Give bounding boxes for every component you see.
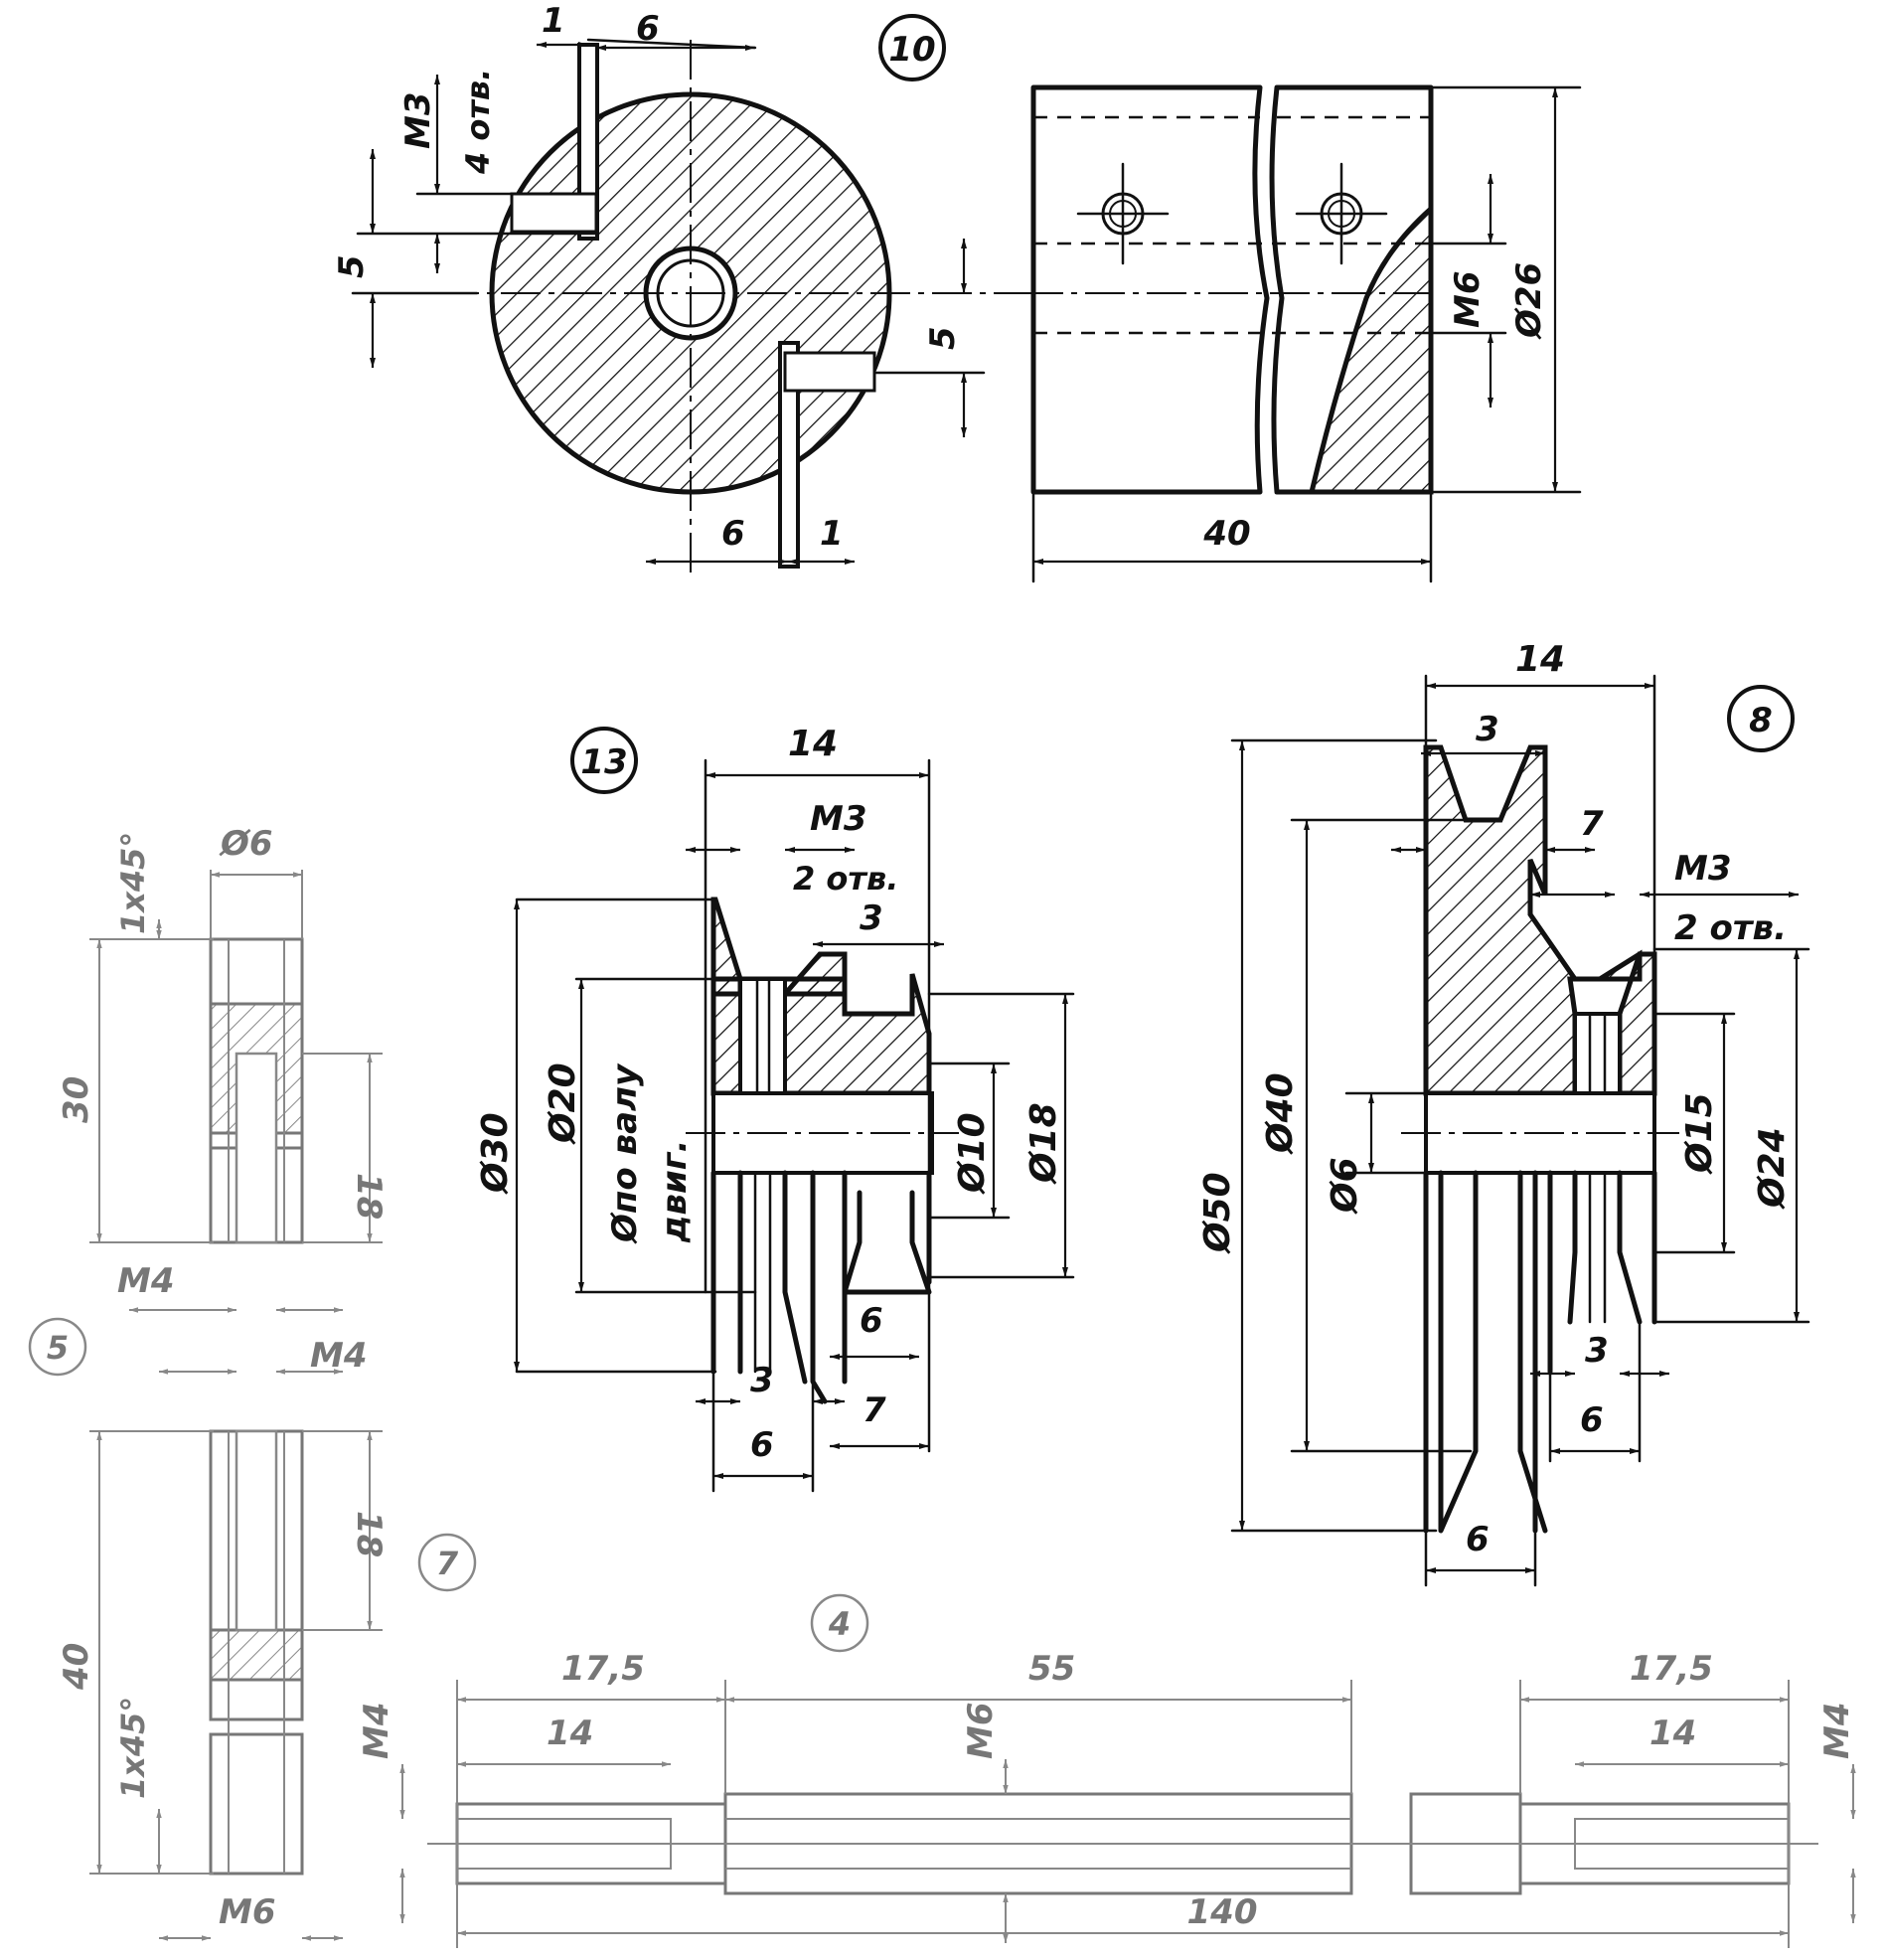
part-10-id: 10 — [888, 30, 935, 70]
part-4-total: 140 — [1187, 1892, 1258, 1932]
part-13-id: 13 — [580, 742, 627, 782]
part-4-mid-55: 55 — [1028, 1649, 1075, 1689]
part-13-thread: M3 — [810, 799, 867, 839]
part-4-left-14: 14 — [547, 1714, 593, 1753]
part-5-shaft: 5 1x45° Ø6 30 18 M4 — [28, 824, 389, 1377]
part-13-groove-3: 3 — [860, 898, 883, 938]
part-8-id: 8 — [1749, 701, 1773, 740]
part-10-thread: M3 — [398, 92, 438, 150]
part-4-thread-right: M4 — [1817, 1703, 1857, 1760]
part-13-bore-line2: двиг. — [655, 1140, 695, 1243]
part-10-dim-1-top: 1 — [542, 1, 565, 41]
part-8-id-circle — [1727, 685, 1795, 752]
part-10-dim-6-top: 6 — [636, 9, 660, 49]
part-10-holes: 4 отв. — [459, 69, 497, 175]
part-13-d18: Ø18 — [1023, 1102, 1064, 1185]
part-5-id: 5 — [47, 1329, 69, 1367]
part-13-dim-6-right: 6 — [860, 1301, 883, 1341]
part-7-thread-top: M4 — [310, 1336, 368, 1376]
part-4-id-circle — [810, 1593, 869, 1653]
part-13-dim-3-bottom: 3 — [750, 1361, 774, 1400]
part-7-len-18: 18 — [349, 1511, 389, 1557]
part-4-left-17-5: 17,5 — [561, 1649, 645, 1689]
part-10-dim-1-bottom: 1 — [820, 514, 844, 554]
part-7-id: 7 — [436, 1545, 459, 1582]
part-13-pulley: 13 14 M3 2 отв. 3 Ø30 Ø20 Øпо валу двиг.… — [475, 724, 1075, 1493]
part-8-thread: M3 — [1674, 849, 1732, 889]
part-8-dim-6-right: 6 — [1580, 1400, 1604, 1440]
part-7-thread-bottom: M6 — [219, 1892, 276, 1932]
part-8-dim-6-bottom: 6 — [1466, 1520, 1490, 1559]
part-7-id-circle — [417, 1533, 477, 1592]
part-10-dim-5-right: 5 — [923, 326, 963, 350]
part-10-diameter: Ø26 — [1509, 262, 1549, 340]
part-8-d15: Ø15 — [1679, 1092, 1720, 1175]
part-10-inner-thread: M6 — [1448, 271, 1488, 329]
part-8-dim-7: 7 — [1580, 804, 1604, 844]
part-5-len-18: 18 — [349, 1173, 389, 1220]
part-10-id-circle — [878, 14, 946, 82]
part-10-end-view: 10 1 6 M3 4 отв. 5 5 6 1 — [332, 1, 1033, 576]
part-8-dim-3-bottom: 3 — [1585, 1331, 1609, 1371]
part-8-groove-3-top: 3 — [1476, 710, 1499, 749]
part-7-len-40: 40 — [57, 1643, 96, 1691]
part-5-len-30: 30 — [57, 1076, 96, 1123]
part-8-holes: 2 отв. — [1674, 908, 1787, 948]
part-5-chamfer: 1x45° — [114, 832, 152, 934]
part-4-axle: 4 17,5 55 17,5 14 14 M4 M6 M4 140 — [357, 1593, 1857, 1948]
part-4-right-17-5: 17,5 — [1630, 1649, 1713, 1689]
part-10-dim-5-left: 5 — [332, 254, 372, 278]
part-8-d40: Ø40 — [1260, 1072, 1301, 1155]
part-5-thread: M4 — [117, 1261, 175, 1301]
part-13-width: 14 — [788, 724, 838, 764]
part-10-length: 40 — [1202, 514, 1250, 554]
part-13-d20: Ø20 — [543, 1062, 583, 1145]
part-8-d24: Ø24 — [1752, 1127, 1793, 1210]
part-7-chamfer: 1x45° — [114, 1697, 152, 1799]
part-4-thread-mid: M6 — [961, 1703, 1001, 1760]
part-4-thread-left: M4 — [357, 1703, 396, 1760]
part-10-side-view: 40 M6 Ø26 — [1023, 84, 1582, 583]
part-8-d6: Ø6 — [1325, 1157, 1365, 1215]
part-13-d30: Ø30 — [475, 1112, 516, 1195]
part-4-id: 4 — [828, 1605, 851, 1643]
part-7-shaft: 7 M4 18 40 1x45° M6 — [57, 1336, 477, 1941]
part-8-d50: Ø50 — [1197, 1172, 1238, 1254]
part-5-diameter: Ø6 — [219, 824, 273, 864]
part-13-id-circle — [570, 727, 638, 794]
part-10-dim-6-bottom: 6 — [721, 514, 745, 554]
part-13-dim-7-bottom: 7 — [863, 1390, 886, 1430]
part-13-bore-line1: Øпо валу — [605, 1062, 645, 1244]
part-8-width: 14 — [1515, 639, 1565, 680]
part-5-id-circle — [28, 1317, 87, 1377]
part-13-holes: 2 отв. — [793, 860, 898, 898]
part-13-dim-6-bottom: 6 — [750, 1425, 774, 1465]
part-8-pulley: 8 14 3 7 M3 2 отв. Ø50 Ø40 Ø6 Ø15 Ø24 3 … — [1197, 639, 1810, 1587]
part-13-d10: Ø10 — [952, 1112, 993, 1195]
part-4-right-14: 14 — [1649, 1714, 1696, 1753]
